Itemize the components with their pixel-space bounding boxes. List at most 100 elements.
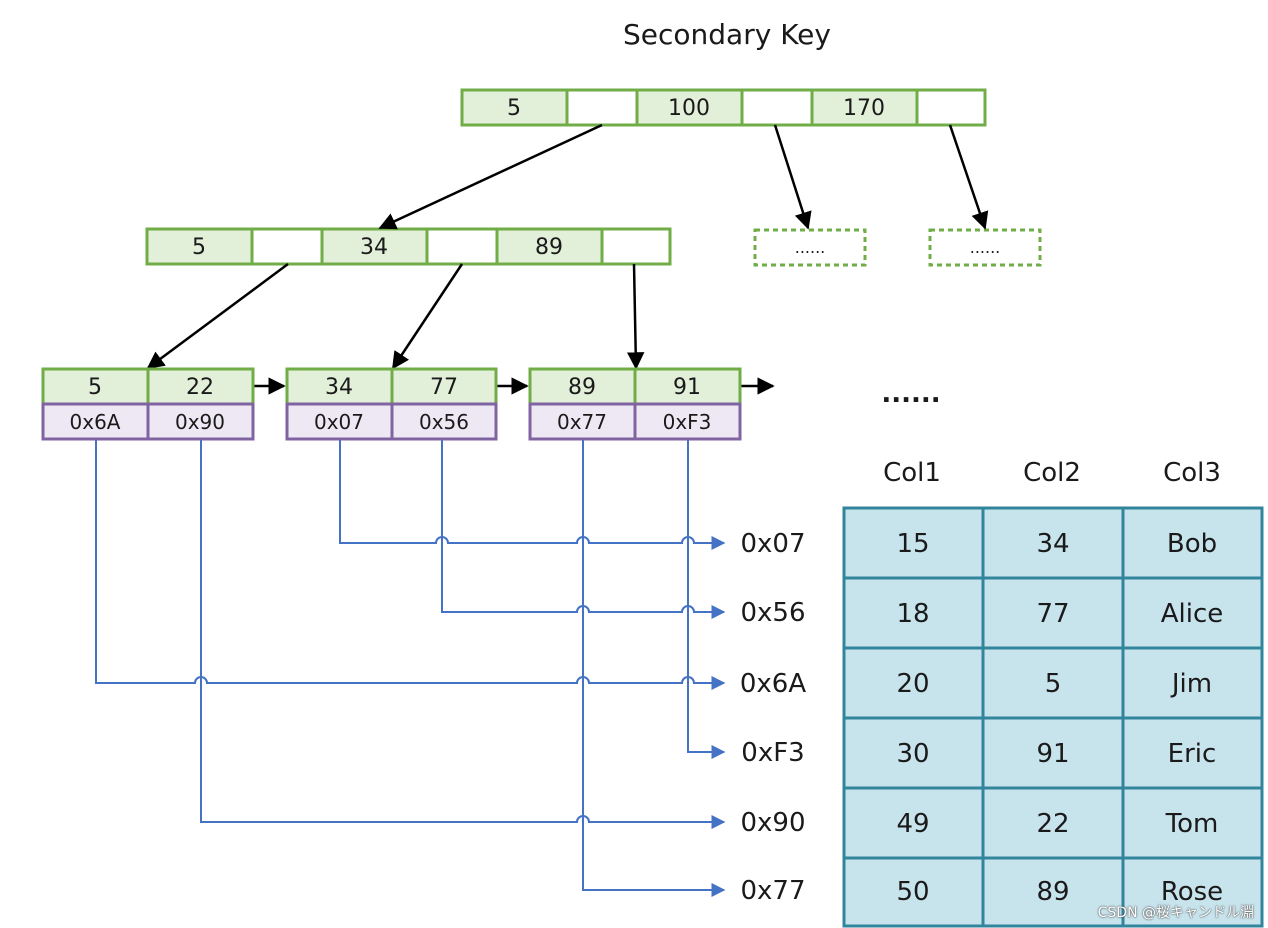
root-pointer-cell	[565, 88, 639, 127]
leaf-address-cell	[285, 402, 394, 441]
root-node: 5 100 170	[460, 88, 987, 127]
leaf-address-label: 0x90	[175, 410, 225, 434]
internal-key-label: 5	[192, 235, 206, 260]
table-cell-value: 18	[896, 599, 929, 629]
table-cell-value: Jim	[1170, 669, 1212, 699]
leaf-address-cell	[390, 402, 498, 441]
internal-key-label: 89	[535, 235, 563, 260]
table-cell-value: 20	[896, 669, 929, 699]
placeholder-node-label: ......	[795, 238, 826, 257]
root-key-label: 5	[507, 96, 521, 121]
row-link-0x07	[339, 439, 726, 550]
table-cell-value: 89	[1036, 877, 1069, 907]
table-cell	[1121, 646, 1264, 720]
tree-arrow	[948, 124, 989, 230]
leaf-key-label: 34	[325, 375, 353, 400]
table-cell	[1121, 506, 1264, 580]
leaf-address-cell	[41, 402, 150, 441]
row-link-0x56	[441, 439, 726, 619]
table-cell-value: Tom	[1165, 809, 1219, 839]
table-cell-value: Eric	[1168, 739, 1217, 769]
table-cell	[1121, 856, 1264, 928]
leaf-continuation: ......	[881, 379, 940, 409]
leaf-key-label: 91	[673, 375, 701, 400]
table-cell-value: 22	[1036, 809, 1069, 839]
root-key-cell	[635, 88, 744, 127]
table-cell	[842, 506, 985, 580]
table-cell	[842, 646, 985, 720]
table-cell-value: Bob	[1167, 529, 1217, 559]
root-key-cell	[810, 88, 919, 127]
internal-pointer-cell	[425, 227, 499, 266]
table-cell-value: 15	[896, 529, 929, 559]
tree-arrow	[773, 124, 812, 230]
leaf-key-label: 77	[430, 375, 458, 400]
row-address-label: 0xF3	[741, 738, 804, 768]
table-column-header: Col3	[1163, 458, 1221, 488]
root-key-label: 100	[668, 96, 710, 121]
leaf-key-cell	[285, 367, 394, 406]
data-table: Col1 Col2 Col3 15 34 Bob 18 77	[842, 458, 1264, 928]
leaf-node: 5 22 0x6A 0x90	[41, 367, 255, 441]
tree-arrows	[146, 123, 989, 395]
leaf-key-label: 22	[186, 375, 214, 400]
root-key-cell	[460, 88, 569, 127]
tree-arrow	[391, 263, 464, 370]
internal-node: 5 34 89	[145, 227, 672, 266]
leaf-address-label: 0x56	[419, 410, 469, 434]
table-cell	[981, 856, 1125, 928]
leaf-address-label: 0x07	[314, 410, 364, 434]
row-address-labels: 0x07 0x56 0x6A 0xF3 0x90 0x77	[740, 529, 806, 906]
row-address-label: 0x77	[740, 876, 805, 906]
table-cell	[1121, 786, 1264, 860]
row-link-0x77	[582, 439, 726, 897]
row-address-label: 0x56	[740, 598, 805, 628]
leaf-node: 89 91 0x77 0xF3	[528, 367, 742, 441]
table-cell	[981, 506, 1125, 580]
watermark: CSDN @桜キャンドル淵	[1097, 905, 1254, 921]
leaf-address-label: 0xF3	[663, 410, 712, 434]
leaf-key-cell	[41, 367, 150, 406]
row-address-label: 0x6A	[740, 669, 806, 699]
internal-key-label: 34	[360, 235, 388, 260]
leaf-key-label: 5	[88, 375, 102, 400]
internal-pointer-cell	[250, 227, 324, 266]
table-cell	[842, 576, 985, 650]
tree-arrow	[146, 262, 289, 370]
placeholder-node: ......	[928, 228, 1042, 267]
diagram-title: Secondary Key	[623, 18, 831, 51]
leaf-address-cell	[146, 402, 255, 441]
table-cell-value: Rose	[1161, 877, 1223, 907]
leaf-key-label: 89	[568, 375, 596, 400]
tree-arrow	[378, 123, 603, 230]
root-pointer-cell	[915, 88, 987, 127]
table-cell-value: 91	[1036, 739, 1069, 769]
table-cell	[842, 856, 985, 928]
internal-pointer-cell	[600, 227, 672, 266]
row-address-label: 0x07	[740, 529, 805, 559]
row-address-label: 0x90	[740, 808, 805, 838]
row-pointer-links	[95, 439, 726, 897]
row-link-0x90	[200, 439, 726, 829]
table-column-header: Col1	[883, 458, 941, 488]
leaf-address-label: 0x77	[557, 410, 607, 434]
table-cell-value: 5	[1045, 669, 1062, 699]
leaf-key-cell	[528, 367, 637, 406]
table-column-header: Col2	[1023, 458, 1081, 488]
leaf-address-cell	[633, 402, 742, 441]
row-link-0x6A	[95, 439, 726, 690]
table-cell-value: 50	[896, 877, 929, 907]
placeholder-node: ......	[753, 228, 867, 267]
table-cell-value: 77	[1036, 599, 1069, 629]
table-cell-value: 49	[896, 809, 929, 839]
leaf-key-cell	[390, 367, 498, 406]
root-key-label: 170	[843, 96, 885, 121]
leaf-address-label: 0x6A	[70, 410, 121, 434]
root-pointer-cell	[740, 88, 814, 127]
tree-arrow	[626, 263, 645, 370]
leaf-address-cell	[528, 402, 637, 441]
leaf-node: 34 77 0x07 0x56	[285, 367, 498, 441]
leaf-key-cell	[146, 367, 255, 406]
internal-key-cell	[320, 227, 429, 266]
row-link-0xF3	[687, 439, 726, 759]
